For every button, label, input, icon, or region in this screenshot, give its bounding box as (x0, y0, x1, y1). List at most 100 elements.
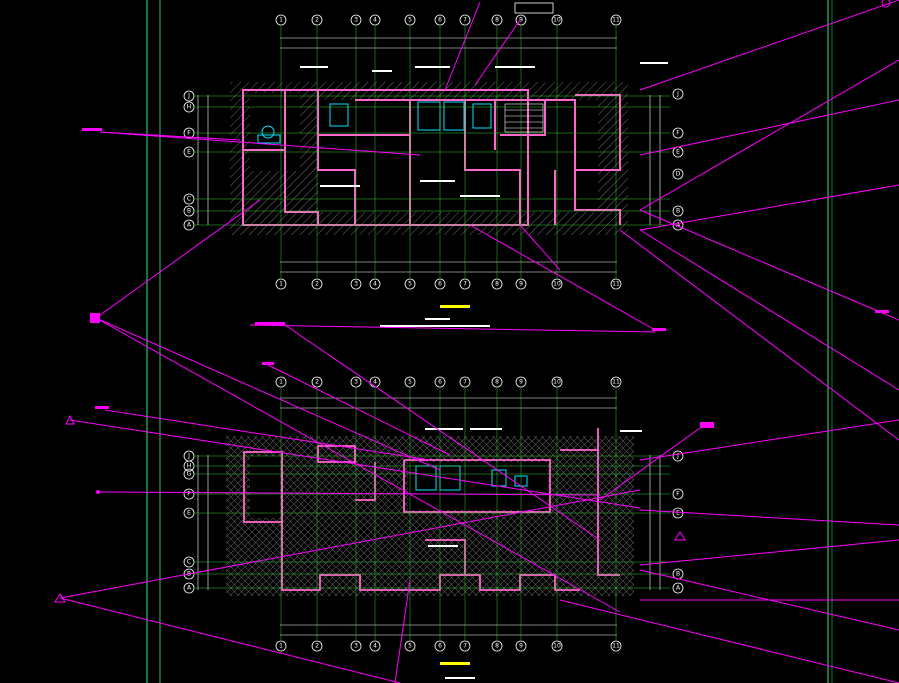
axis-label: F (676, 130, 680, 137)
axis-bubble-circle (183, 568, 195, 580)
dimension-lines (197, 397, 661, 636)
axis-bubble-circle (551, 376, 563, 388)
axis-bubble-circle (275, 278, 287, 290)
axis-label: H (187, 104, 192, 111)
axis-bubble-circle (350, 640, 362, 652)
axis-label: F (187, 130, 191, 137)
axis-label: F (187, 491, 191, 498)
axis-label: 6 (438, 281, 442, 288)
axis-label: 3 (354, 17, 358, 24)
axis-label: D (676, 171, 681, 178)
callout-box (514, 2, 554, 14)
axis-bubble-circle (515, 640, 527, 652)
axis-bubble-circle (459, 376, 471, 388)
axis-bubble-circle (672, 488, 684, 500)
axis-bubble-circle (672, 507, 684, 519)
axis-label: 3 (354, 281, 358, 288)
axis-label: A (187, 222, 192, 229)
axis-label: 7 (463, 281, 467, 288)
axis-bubble-circle (311, 14, 323, 26)
axis-label: F (676, 491, 680, 498)
axis-bubble-circle (183, 219, 195, 231)
axis-label: 10 (553, 17, 561, 24)
axis-label: E (187, 149, 191, 156)
axis-label: 9 (519, 643, 523, 650)
axis-bubble-circle (434, 278, 446, 290)
axis-label: 9 (519, 17, 523, 24)
axis-label: J (187, 93, 190, 100)
axis-bubble-circle (610, 376, 622, 388)
axis-label: 10 (553, 281, 561, 288)
axis-bubble-circle (183, 193, 195, 205)
axis-label: A (676, 585, 681, 592)
axis-label: 3 (354, 643, 358, 650)
axis-label: 4 (373, 643, 377, 650)
axis-bubble-circle (350, 14, 362, 26)
axis-bubble-circle (672, 127, 684, 139)
axis-label: 8 (495, 379, 499, 386)
axis-label: J (676, 91, 679, 98)
axis-label: C (187, 196, 191, 203)
annotations (425, 428, 642, 679)
axis-label: 1 (279, 643, 283, 650)
axis-bubble-circle (183, 468, 195, 480)
grid-lines (195, 388, 670, 640)
axis-label: 4 (373, 379, 377, 386)
axis-bubble-circle (672, 205, 684, 217)
axis-bubble-circle (434, 640, 446, 652)
axis-bubble-circle (275, 14, 287, 26)
axis-bubble-circle (183, 460, 195, 472)
axis-bubble-circle (183, 556, 195, 568)
axis-bubble-circle (672, 219, 684, 231)
axis-bubble-circle (183, 507, 195, 519)
axis-bubble-circle (404, 14, 416, 26)
axis-label: 8 (495, 643, 499, 650)
axis-bubble-circle (311, 376, 323, 388)
axis-label: 8 (495, 281, 499, 288)
axis-bubble-circle (491, 278, 503, 290)
axis-bubble-circle (183, 488, 195, 500)
axis-label: 9 (519, 281, 523, 288)
dimension-lines (197, 37, 661, 273)
axis-label: 2 (315, 281, 319, 288)
axis-bubble-circle (404, 278, 416, 290)
axis-label: J (676, 453, 679, 460)
axis-bubble-circle (183, 101, 195, 113)
stair (504, 103, 544, 133)
axis-label: 5 (408, 643, 412, 650)
axis-bubble-circle (459, 14, 471, 26)
axis-label: 6 (438, 17, 442, 24)
axis-label: B (187, 208, 191, 215)
axis-bubble-circle (491, 376, 503, 388)
axis-label: 3 (354, 379, 358, 386)
axis-bubble-circle (350, 278, 362, 290)
axis-bubble-circle (369, 278, 381, 290)
axis-label: C (187, 559, 191, 566)
axis-label: 11 (612, 281, 620, 288)
axis-bubble-circle (404, 640, 416, 652)
axis-bubble-circle (183, 582, 195, 594)
annotations (300, 62, 668, 327)
axis-bubble-circle (369, 640, 381, 652)
axis-label: E (187, 510, 191, 517)
axis-label: 9 (519, 379, 523, 386)
axis-label: 11 (612, 17, 620, 24)
axis-bubble-circle (350, 376, 362, 388)
axis-label: E (676, 510, 680, 517)
axis-label: 11 (612, 379, 620, 386)
axis-label: 5 (408, 281, 412, 288)
axis-label: B (676, 571, 680, 578)
axis-label: G (187, 471, 192, 478)
axis-label: 1 (279, 281, 283, 288)
axis-bubble-circle (672, 168, 684, 180)
plan-title-bottom (440, 662, 470, 665)
axis-bubble-circle (183, 205, 195, 217)
axis-bubble-circle (491, 640, 503, 652)
axis-label: 7 (463, 17, 467, 24)
axis-label: 11 (612, 643, 620, 650)
axis-bubble-circle (434, 376, 446, 388)
axis-bubble-circle (369, 14, 381, 26)
